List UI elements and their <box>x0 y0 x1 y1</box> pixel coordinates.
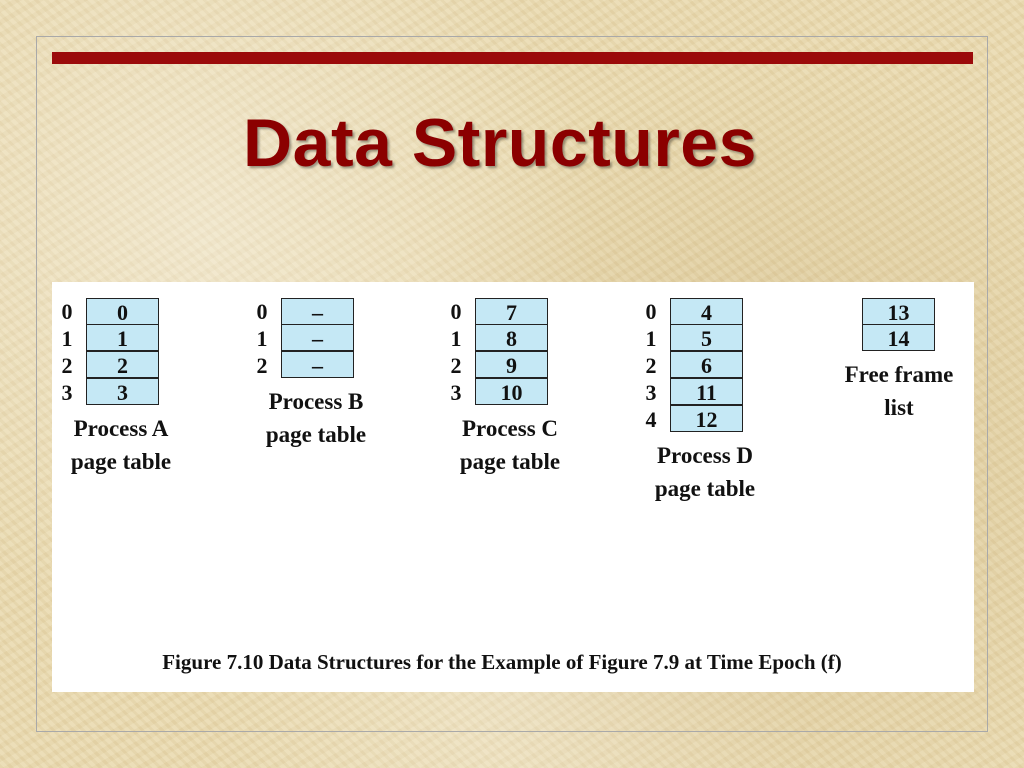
frame-cell: 2 <box>86 351 159 378</box>
row-index: 0 <box>645 299 657 324</box>
caption-line: page table <box>459 449 561 474</box>
caption-line: page table <box>70 449 172 474</box>
frame-cell: 4 <box>670 298 743 325</box>
free-frame-list-caption: Free frame list <box>819 358 979 424</box>
caption-line: list <box>884 395 914 420</box>
row-index: 0 <box>256 299 268 324</box>
row-index: 3 <box>61 380 73 405</box>
frame-cell: 6 <box>670 351 743 378</box>
frame-cell: – <box>281 298 354 325</box>
row-index: 2 <box>61 353 73 378</box>
row-index: 1 <box>61 326 73 351</box>
figure-caption: Figure 7.10 Data Structures for the Exam… <box>162 650 842 674</box>
row-index: 1 <box>450 326 462 351</box>
caption-line: Process D <box>656 443 754 468</box>
process-b-caption: Process B page table <box>236 385 396 451</box>
row-index: 1 <box>256 326 268 351</box>
process-c-caption: Process C page table <box>430 412 590 478</box>
frame-cell: – <box>281 351 354 378</box>
figure-panel: 0 0 1 1 2 2 3 3 Process A page table 0 –… <box>52 282 974 692</box>
caption-line: Free frame <box>844 362 954 387</box>
row-index: 4 <box>645 407 657 432</box>
row-index: 1 <box>645 326 657 351</box>
row-index: 2 <box>256 353 268 378</box>
frame-cell: 10 <box>475 378 548 405</box>
caption-line: Process A <box>73 416 169 441</box>
row-index: 0 <box>450 299 462 324</box>
process-a-caption: Process A page table <box>41 412 201 478</box>
row-index: 2 <box>450 353 462 378</box>
frame-cell: – <box>281 324 354 351</box>
frame-cell: 11 <box>670 378 743 405</box>
frame-cell: 0 <box>86 298 159 325</box>
row-index: 2 <box>645 353 657 378</box>
frame-cell: 13 <box>862 298 935 325</box>
frame-cell: 9 <box>475 351 548 378</box>
process-d-caption: Process D page table <box>625 439 785 505</box>
caption-line: Process B <box>268 389 364 414</box>
caption-line: Process C <box>461 416 559 441</box>
frame-cell: 3 <box>86 378 159 405</box>
row-index: 3 <box>450 380 462 405</box>
frame-cell: 1 <box>86 324 159 351</box>
slide-frame <box>36 36 988 732</box>
slide-title: Data Structures <box>243 105 757 181</box>
frame-cell: 5 <box>670 324 743 351</box>
row-index: 0 <box>61 299 73 324</box>
frame-cell: 8 <box>475 324 548 351</box>
row-index: 3 <box>645 380 657 405</box>
frame-cell: 14 <box>862 324 935 351</box>
title-accent-bar <box>52 52 973 64</box>
caption-line: page table <box>654 476 756 501</box>
frame-cell: 12 <box>670 405 743 432</box>
frame-cell: 7 <box>475 298 548 325</box>
caption-line: page table <box>265 422 367 447</box>
